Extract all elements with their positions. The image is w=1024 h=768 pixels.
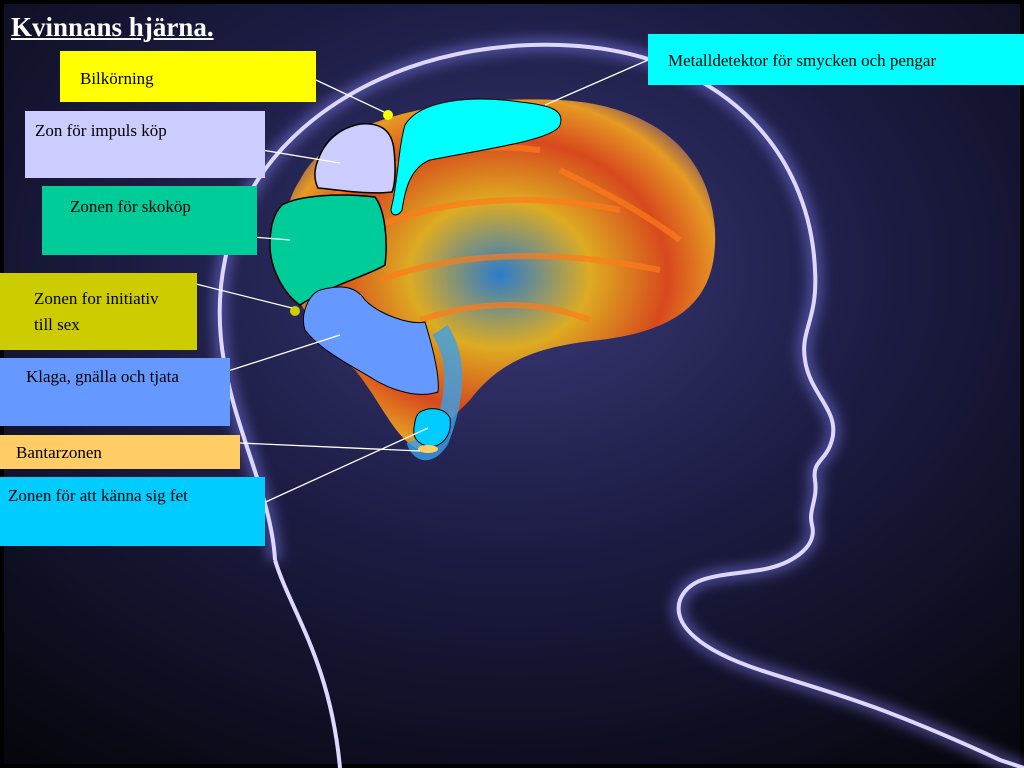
label-impuls: Zon för impuls köp (25, 111, 265, 178)
label-sex-initiative: Zonen for initiativ till sex (0, 273, 197, 350)
page-title: Kvinnans hjärna. (11, 12, 214, 42)
label-sex-line1: Zonen for initiativ (34, 289, 159, 308)
head-outline (217, 42, 1024, 768)
label-bilkorning: Bilkörning (60, 51, 316, 102)
zone-feel-fat (413, 408, 451, 447)
pointer-metalldetektor (544, 59, 649, 106)
marker-driving (383, 110, 393, 120)
label-sex-line2: till sex (34, 315, 80, 334)
label-skokop-text: Zonen för skoköp (70, 197, 191, 216)
pointer-bilkorning (315, 79, 385, 113)
label-skokop: Zonen för skoköp (42, 186, 257, 255)
label-klaga: Klaga, gnälla och tjata (0, 358, 230, 426)
label-klaga-text: Klaga, gnälla och tjata (26, 367, 179, 386)
pointer-fet (247, 427, 429, 511)
zone-metal-detector (390, 98, 562, 216)
pointer-bantar (239, 442, 421, 452)
label-fet: Zonen för att känna sig fet (0, 477, 265, 546)
marker-sex-initiative (290, 306, 300, 316)
label-bantar: Bantarzonen (0, 435, 240, 469)
label-bilkorning-text: Bilkörning (80, 69, 154, 88)
label-metalldetektor: Metalldetektor för smycken och pengar (648, 34, 1024, 85)
zone-impulse-buy (314, 122, 396, 194)
pointer-sex (179, 279, 293, 309)
label-metalldetektor-text: Metalldetektor för smycken och pengar (668, 51, 937, 70)
zone-diet (418, 445, 438, 453)
zone-complain (303, 286, 439, 395)
label-fet-text: Zonen för att känna sig fet (8, 486, 188, 505)
zone-shoe-buy (269, 194, 387, 306)
pointer-klaga (224, 334, 341, 373)
neck-outline (273, 559, 342, 768)
label-bantar-text: Bantarzonen (16, 443, 102, 462)
label-impuls-text: Zon för impuls köp (35, 121, 167, 140)
